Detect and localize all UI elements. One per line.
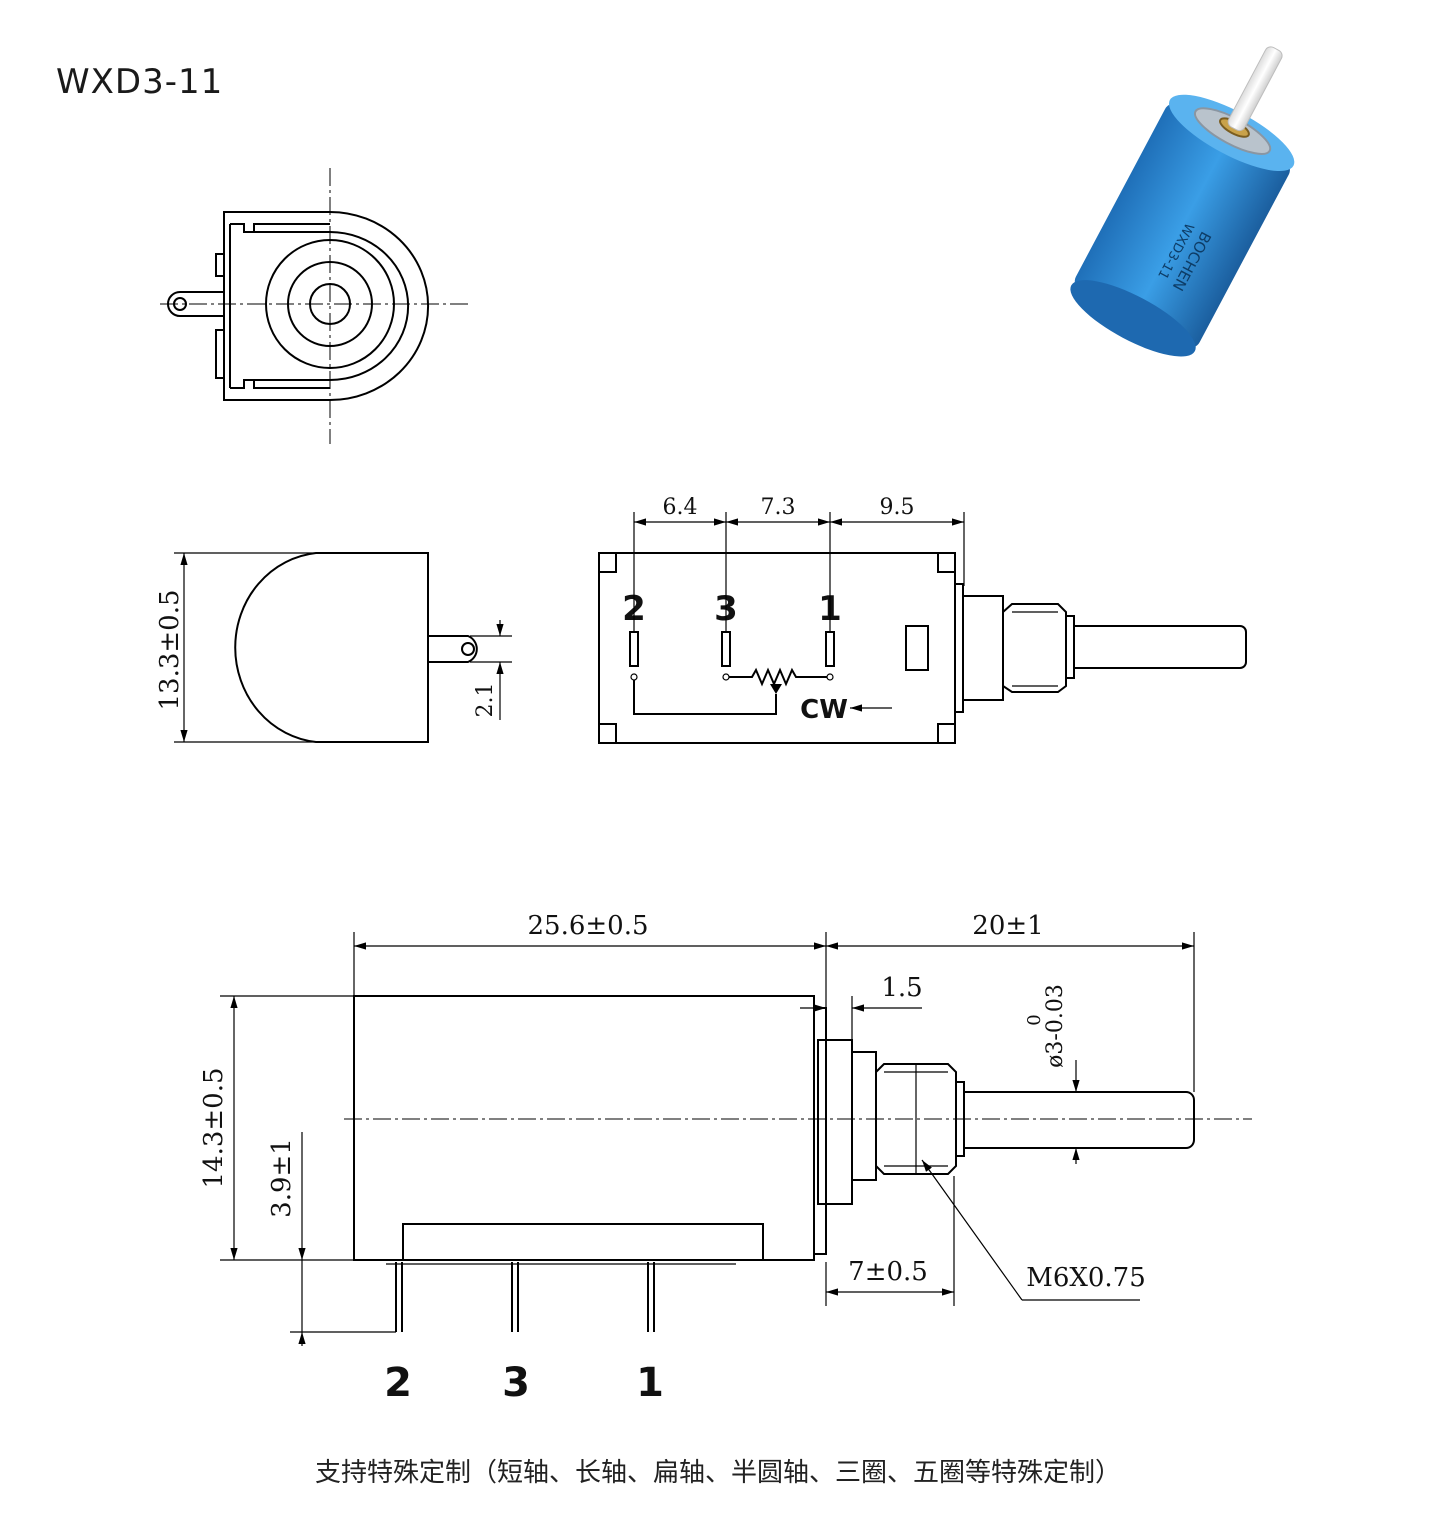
product-body	[1074, 103, 1290, 348]
bottom-shaft	[964, 1091, 1195, 1149]
end-view-ring-outer	[265, 239, 395, 369]
end-view-tab	[167, 291, 224, 317]
rotation-label: CW	[800, 695, 848, 725]
bottom-pin-label-1: 1	[636, 1360, 664, 1406]
model-title: WXD3-11	[56, 62, 224, 102]
side-view: 13.3±0.5 2.1	[155, 552, 512, 743]
product-shaft	[1227, 46, 1283, 132]
pin-2-pad	[629, 631, 639, 667]
dim-pitch-3: 9.5	[880, 495, 915, 520]
dim-body-length-text: 25.6±0.5	[527, 911, 648, 941]
footer-note: 支持特殊定制（短轴、长轴、扁轴、半圆轴、三圈、五圈等特殊定制）	[314, 1458, 1121, 1488]
schematic-resistor	[729, 667, 827, 687]
dim-shaft-length-text: 20±1	[972, 911, 1043, 941]
end-view-outline	[223, 211, 430, 401]
dim-tab-offset-text: 2.1	[473, 683, 498, 718]
schematic-wiper-wire	[633, 680, 777, 715]
bottom-view: 2 3 1 25.6±0.5 20±1 1.5 ø3-0.03 0 14.3±0…	[199, 911, 1252, 1406]
front-view-bushing	[1002, 603, 1067, 693]
dim-bushing-length-text: 7±0.5	[848, 1257, 928, 1287]
dim-flange-text: 1.5	[881, 973, 922, 1003]
dim-body-height-text: 14.3±0.5	[199, 1067, 229, 1188]
end-view-shaft	[309, 283, 351, 325]
dim-pin-length-text: 3.9±1	[267, 1138, 297, 1218]
end-view	[160, 168, 470, 444]
pin-1-pad	[825, 631, 835, 667]
product-photo: BOCHEN WXD3-11	[1070, 46, 1295, 357]
bottom-pin-label-3: 3	[502, 1360, 530, 1406]
bottom-pcb	[402, 1223, 764, 1261]
dim-pitch-2: 7.3	[761, 495, 796, 520]
bottom-pin-label-2: 2	[384, 1360, 412, 1406]
side-view-outline	[234, 552, 429, 743]
pin-3-pad	[721, 631, 731, 667]
end-view-ring-inner	[287, 261, 373, 347]
bottom-bushing	[875, 1063, 957, 1175]
dim-pitch-1: 6.4	[663, 495, 698, 520]
front-view-slot	[905, 625, 929, 671]
front-view: 2 3 1 CW 6.4 7.3 9.5	[598, 495, 1247, 744]
dim-shaft-dia-text: ø3-0.03	[1043, 984, 1068, 1068]
dim-thread-text: M6X0.75	[1026, 1263, 1146, 1293]
bottom-body	[353, 995, 815, 1261]
dim-shaft-dia-upper: 0	[1024, 1014, 1045, 1025]
side-view-tab	[428, 635, 478, 663]
dim-side-height-text: 13.3±0.5	[155, 589, 185, 710]
front-view-shaft	[1074, 625, 1247, 669]
